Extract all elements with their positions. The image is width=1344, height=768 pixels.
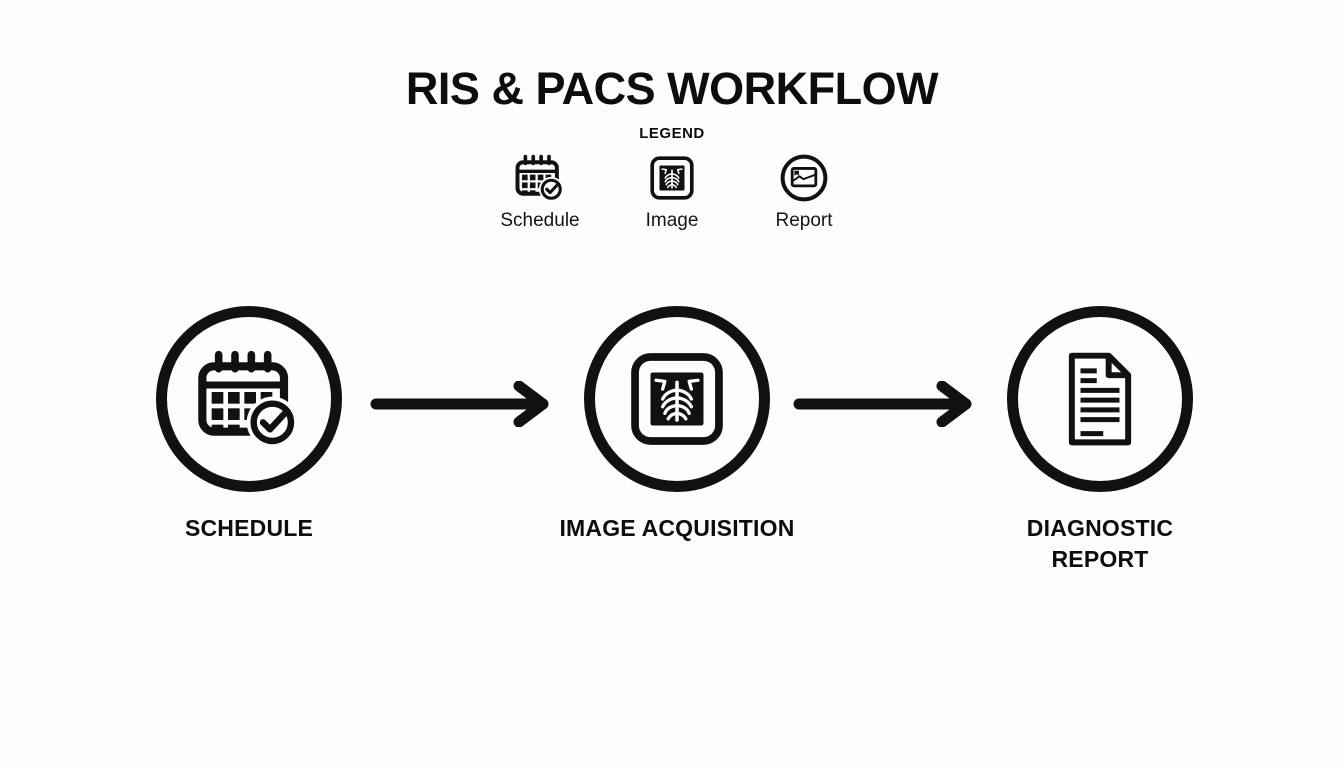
workflow-step-diagnostic-report: DIAGNOSTIC REPORT <box>970 306 1230 575</box>
legend-label-schedule: Schedule <box>500 210 580 231</box>
photo-report-icon <box>777 150 831 206</box>
page-title: RIS & PACS WORKFLOW <box>405 63 939 114</box>
calendar-check-icon <box>193 343 305 455</box>
calendar-check-icon <box>513 150 567 206</box>
schedule-node-label: SCHEDULE <box>184 515 314 541</box>
legend-title: LEGEND <box>639 125 705 142</box>
legend-label-image: Image <box>645 210 699 231</box>
workflow-step-image-acquisition: IMAGE ACQUISITION <box>547 306 807 544</box>
legend-item-schedule: Schedule <box>497 150 583 232</box>
diagnostic-report-node-label: DIAGNOSTIC REPORT <box>1026 515 1174 572</box>
xray-image-icon <box>624 346 730 452</box>
legend-item-report: Report <box>761 150 847 232</box>
legend-label-report: Report <box>775 210 833 231</box>
arrow-right-icon <box>368 381 566 427</box>
xray-image-icon <box>647 150 697 206</box>
legend-item-image: Image <box>629 150 715 232</box>
workflow-step-schedule: SCHEDULE <box>119 306 379 544</box>
legend: Schedule <box>0 150 1344 232</box>
diagnostic-report-node-circle <box>1007 306 1193 492</box>
arrow-right-icon <box>791 381 989 427</box>
schedule-node-circle <box>156 306 342 492</box>
document-report-icon <box>1048 347 1152 451</box>
image-acquisition-node-label: IMAGE ACQUISITION <box>559 515 795 541</box>
image-acquisition-node-circle <box>584 306 770 492</box>
